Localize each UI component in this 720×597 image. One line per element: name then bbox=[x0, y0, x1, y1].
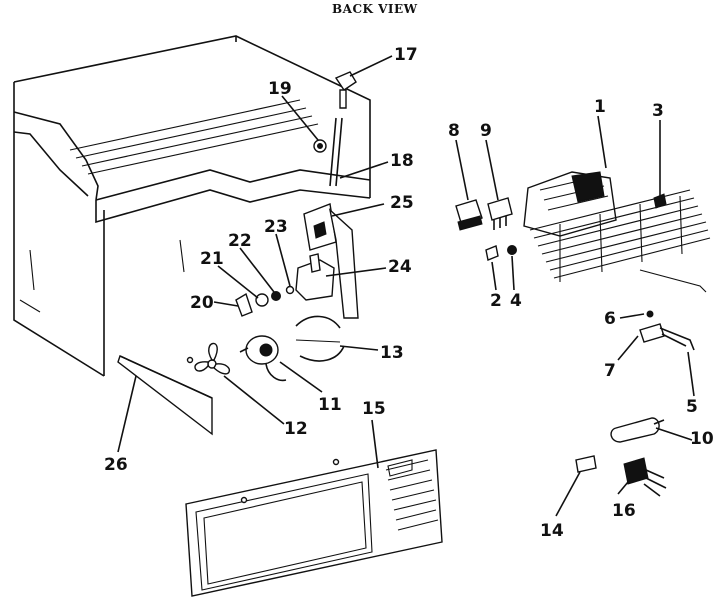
callout-12: 12 bbox=[284, 419, 308, 439]
part-14-cap bbox=[575, 455, 597, 473]
callout-23: 23 bbox=[264, 217, 288, 237]
part-20-screw bbox=[235, 292, 253, 317]
callout-20: 20 bbox=[190, 293, 214, 313]
callout-8: 8 bbox=[448, 121, 460, 141]
cabinet bbox=[13, 35, 371, 377]
callout-3: 3 bbox=[652, 101, 664, 121]
part-22-nut bbox=[271, 291, 281, 301]
callout-6: 6 bbox=[604, 309, 616, 329]
callout-4: 4 bbox=[510, 291, 522, 311]
part-10-capacitor bbox=[610, 417, 665, 443]
part-8-relay bbox=[455, 199, 483, 231]
part-9-overload bbox=[487, 197, 513, 230]
callout-7: 7 bbox=[604, 361, 616, 381]
callout-19: 19 bbox=[268, 79, 292, 99]
callout-10: 10 bbox=[690, 429, 714, 449]
callout-16: 16 bbox=[612, 501, 636, 521]
callout-15: 15 bbox=[362, 399, 386, 419]
part-7-bracket bbox=[639, 323, 665, 343]
callout-21: 21 bbox=[200, 249, 224, 269]
callouts: 17 19 18 25 23 22 21 24 20 13 11 12 26 1… bbox=[104, 45, 714, 541]
callout-2: 2 bbox=[490, 291, 502, 311]
part-25-bracket bbox=[303, 203, 359, 319]
part-4-grommet bbox=[507, 245, 517, 255]
leader-lines bbox=[117, 55, 695, 517]
condenser-coils bbox=[529, 189, 711, 282]
callout-13: 13 bbox=[380, 343, 404, 363]
part-19-grommet bbox=[313, 139, 327, 153]
vent-slots bbox=[385, 459, 439, 531]
callout-5: 5 bbox=[686, 397, 698, 417]
callout-25: 25 bbox=[390, 193, 414, 213]
part-5-drain-tube bbox=[659, 327, 695, 351]
part-16-switch bbox=[623, 457, 667, 497]
callout-26: 26 bbox=[104, 455, 128, 475]
part-23-knob bbox=[285, 285, 295, 295]
part-21-washer bbox=[255, 293, 269, 307]
callout-9: 9 bbox=[480, 121, 492, 141]
callout-17: 17 bbox=[394, 45, 418, 65]
callout-24: 24 bbox=[388, 257, 412, 277]
part-15-access-panel bbox=[185, 449, 443, 597]
part-24-control bbox=[295, 253, 335, 301]
callout-11: 11 bbox=[318, 395, 342, 415]
part-26-panel bbox=[117, 355, 213, 436]
callout-14: 14 bbox=[540, 521, 564, 541]
part-11-fan-motor bbox=[239, 335, 287, 382]
part-17-18-capillary bbox=[329, 71, 357, 187]
part-2-terminal bbox=[485, 245, 499, 261]
callout-1: 1 bbox=[594, 97, 606, 117]
part-12-fan-blade bbox=[186, 342, 231, 375]
part-13-clamp bbox=[295, 315, 345, 362]
callout-22: 22 bbox=[228, 231, 252, 251]
part-6-screw bbox=[646, 310, 654, 318]
part-1-compressor-condenser bbox=[523, 171, 711, 293]
diagram-title: BACK VIEW bbox=[332, 2, 418, 16]
callout-18: 18 bbox=[390, 151, 414, 171]
